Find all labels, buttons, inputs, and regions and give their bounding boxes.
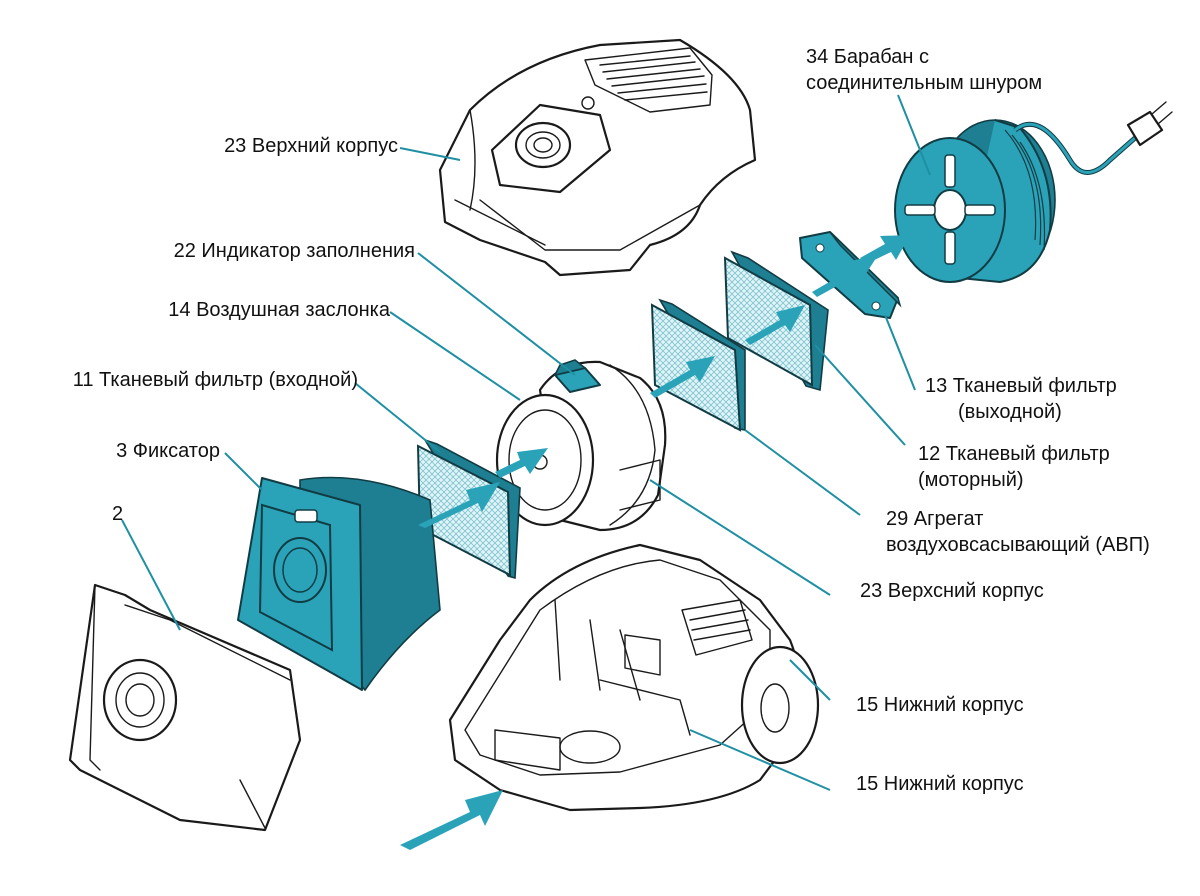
lower-housing-part <box>448 543 820 812</box>
label-inlet-filter: 11 Тканевый фильтр (входной) <box>72 369 358 391</box>
arrow-filter <box>418 482 500 528</box>
arrow-exhaust <box>860 235 910 264</box>
label-motor-filter: 12 Тканевый фильтр <box>918 443 1110 465</box>
arrow-inflow <box>400 790 503 850</box>
label-motor-unit: 29 Агрегат <box>886 508 984 530</box>
label-retainer: 3 Фиксатор <box>116 440 220 462</box>
label-drum: 34 Барабан с <box>806 46 930 68</box>
inlet-filter-part <box>416 438 521 580</box>
label-air-damper: 14 Воздушная заслонка <box>168 299 390 321</box>
label-drum-line2: соединительным шнуром <box>806 72 1043 94</box>
label-lower-housing-1: 15 Нижний корпус <box>856 694 1024 716</box>
motor-unit-part <box>495 359 667 532</box>
dust-bag-part <box>237 476 441 692</box>
label-upper-housing-2: 23 Верхсний корпус <box>860 580 1044 602</box>
cord-drum-part <box>894 101 1173 283</box>
label-motor-filter-line2: (моторный) <box>918 469 1024 491</box>
flow-arrows <box>400 235 910 850</box>
label-motor-unit-line2: воздуховсасывающий (АВП) <box>886 534 1150 556</box>
label-lower-housing-2: 15 Нижний корпус <box>856 773 1024 795</box>
front-cover-part <box>68 583 302 832</box>
arrow-filter-out <box>745 305 805 345</box>
leader-lines <box>121 94 931 791</box>
label-outlet-filter-line2: (выходной) <box>958 401 1062 423</box>
label-fill-indicator: 22 Индикатор заполнения <box>173 240 415 262</box>
upper-housing-part <box>438 38 757 277</box>
label-upper-housing: 23 Верхний корпус <box>224 135 398 157</box>
label-part-2: 2 <box>112 503 124 525</box>
arrow-motor-out <box>650 356 715 398</box>
arrow-motor <box>495 448 548 478</box>
arrow-bracket-out <box>812 255 878 297</box>
label-outlet-filter: 13 Тканевый фильтр <box>925 375 1117 397</box>
